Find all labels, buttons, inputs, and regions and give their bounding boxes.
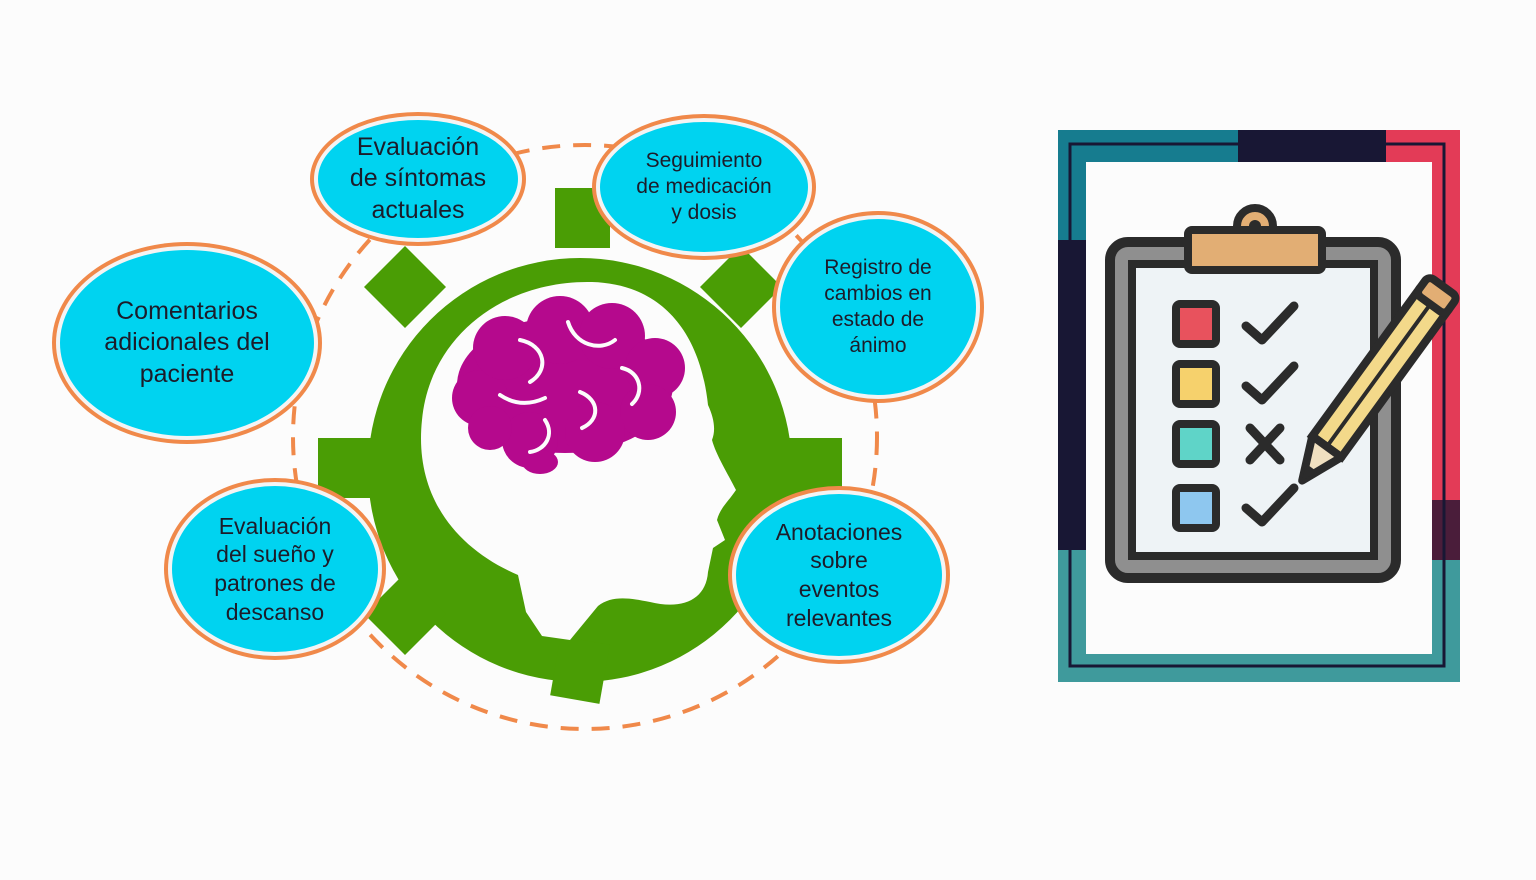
brain-folds xyxy=(498,320,642,454)
checkbox-4 xyxy=(1172,484,1220,532)
bubble-events: Anotaciones sobre eventos relevantes xyxy=(732,490,946,660)
dashed-ring xyxy=(291,143,879,731)
clipboard-checklist-pencil-icon xyxy=(1058,130,1460,682)
check-icon xyxy=(1241,361,1299,405)
checkbox-1 xyxy=(1172,300,1220,348)
bubble-sleep-label: Evaluación del sueño y patrones de desca… xyxy=(214,512,336,625)
check-icon xyxy=(1241,483,1299,527)
check-icon xyxy=(1241,301,1299,345)
bubble-mood: Registro de cambios en estado de ánimo xyxy=(776,215,980,399)
brain-icon xyxy=(452,296,685,474)
gear-icon xyxy=(318,188,842,704)
bubble-mood-label: Registro de cambios en estado de ánimo xyxy=(824,255,932,358)
bubble-comments-label: Comentarios adicionales del paciente xyxy=(104,297,270,388)
bubble-symptoms-label: Evaluación de síntomas actuales xyxy=(349,133,487,224)
bubble-symptoms: Evaluación de síntomas actuales xyxy=(314,116,522,242)
cross-icon xyxy=(1245,423,1285,465)
clipboard-clip xyxy=(1184,226,1326,274)
bubble-comments: Comentarios adicionales del paciente xyxy=(56,246,318,440)
bubble-events-label: Anotaciones sobre eventos relevantes xyxy=(775,518,903,631)
bubble-medication: Seguimiento de medicación y dosis xyxy=(596,118,812,256)
bubble-sleep: Evaluación del sueño y patrones de desca… xyxy=(168,482,382,656)
checkbox-3 xyxy=(1172,420,1220,468)
pencil-icon xyxy=(1298,274,1460,485)
checkbox-2 xyxy=(1172,360,1220,408)
checklist xyxy=(1172,300,1299,532)
bubble-medication-label: Seguimiento de medicación y dosis xyxy=(636,148,772,225)
